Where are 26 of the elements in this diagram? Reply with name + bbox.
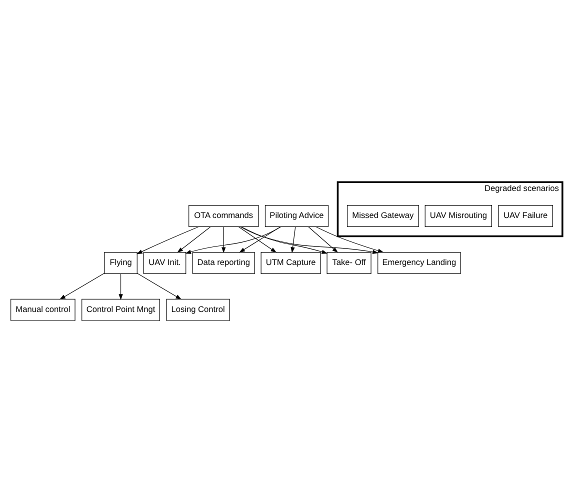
arrow bbox=[222, 226, 226, 254]
node-box: Piloting Advice bbox=[264, 205, 329, 227]
node-box: Take- Off bbox=[326, 252, 372, 274]
node-box: UAV Init. bbox=[143, 252, 186, 274]
node-box: UAV Failure bbox=[498, 205, 553, 227]
arrow bbox=[316, 226, 384, 253]
arrow bbox=[136, 272, 182, 300]
node-box: Missed Gateway bbox=[346, 205, 419, 227]
arrow bbox=[290, 226, 296, 254]
arrow bbox=[185, 226, 282, 254]
node-box: Losing Control bbox=[166, 298, 230, 321]
arrow bbox=[136, 226, 199, 254]
arrow bbox=[308, 226, 338, 253]
node-box: Data reporting bbox=[192, 252, 255, 274]
node-box: OTA commands bbox=[188, 205, 259, 227]
node-box: Manual control bbox=[10, 298, 76, 321]
node-box: UAV Misrouting bbox=[424, 205, 492, 227]
arrow bbox=[240, 226, 328, 254]
node-box: Flying bbox=[104, 252, 138, 274]
arrow bbox=[240, 226, 379, 254]
node-box: Control Point Mngt bbox=[82, 298, 160, 321]
node-box: Emergency Landing bbox=[378, 252, 461, 274]
arrow bbox=[59, 272, 105, 300]
node-box: UTM Capture bbox=[260, 252, 321, 274]
arrow bbox=[118, 273, 123, 300]
arrow bbox=[177, 226, 211, 253]
